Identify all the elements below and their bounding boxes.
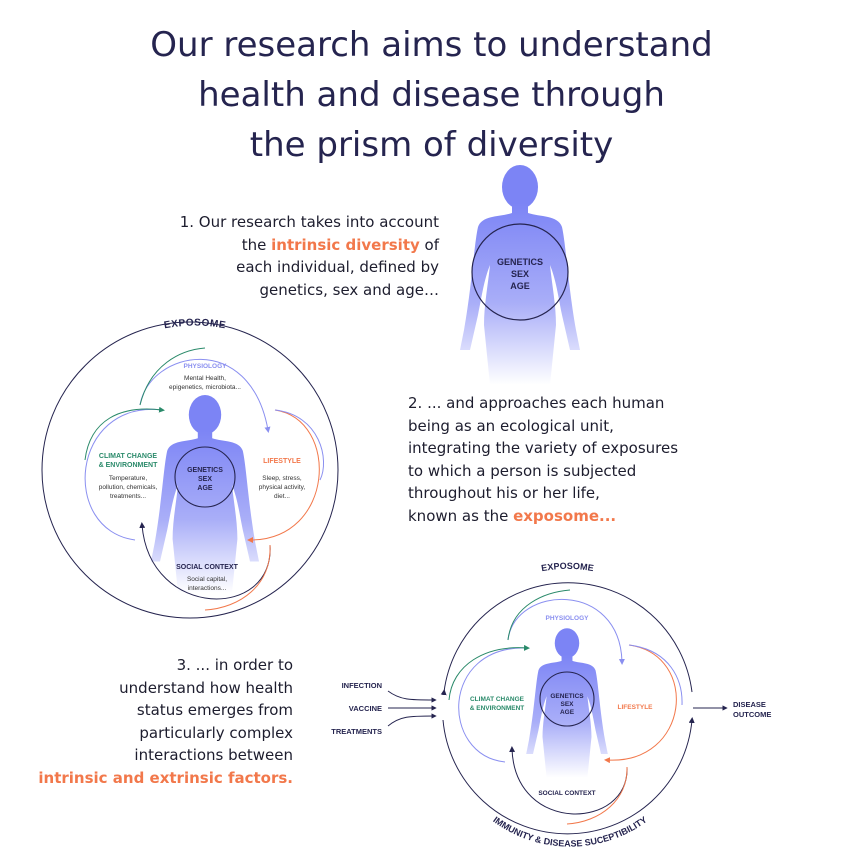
physiology-arc-green: [139, 347, 206, 406]
treatments-arrow: [387, 713, 437, 727]
climate-arc-green: [84, 408, 163, 461]
intrinsic-circle: [539, 671, 595, 727]
step1-text: 1. Our research takes into account the i…: [180, 211, 439, 301]
lifestyle-arc-lavender: [274, 409, 324, 481]
exposome-circle-top: [440, 582, 693, 696]
lifestyle-arc-lavender: [628, 644, 683, 706]
climate-desc: treatments...: [110, 493, 146, 500]
disease-outcome-label: DISEASE: [733, 700, 766, 709]
climate-desc: Temperature,: [109, 475, 147, 482]
highlight-intrinsic-diversity: intrinsic diversity: [271, 235, 420, 254]
physiology-label: PHYSIOLOGY: [546, 615, 590, 622]
step1-line: each individual, defined by: [236, 258, 439, 276]
social-desc: interactions...: [188, 585, 227, 592]
step2-line: throughout his or her life,: [408, 484, 600, 502]
social-arc-orange: [204, 544, 271, 611]
climate-label: CLIMAT CHANGE: [470, 696, 525, 703]
input-treatments: TREATMENTS: [331, 727, 382, 736]
climate-arc-green: [448, 647, 528, 701]
highlight-exposome: exposome...: [513, 506, 617, 525]
lifestyle-desc: Sleep, stress,: [262, 475, 302, 482]
social-desc: Social capital,: [187, 576, 227, 583]
climate-label: & ENVIRONMENT: [470, 705, 525, 712]
social-arc: [509, 746, 628, 815]
highlight-factors: intrinsic and extrinsic factors.: [38, 768, 293, 787]
physiology-desc: epigenetics, microbiota...: [169, 384, 241, 391]
core-age: AGE: [510, 281, 530, 291]
climate-arc: [458, 644, 530, 763]
exposome-circle: [41, 321, 339, 619]
social-arc-orange: [566, 766, 628, 825]
core-sex: SEX: [511, 269, 529, 279]
exposome-title: EXPOSOME: [541, 561, 595, 573]
step2-line: integrating the variety of exposures: [408, 439, 679, 457]
title-line: Our research aims to understand: [150, 25, 713, 65]
step3-line: understand how health: [119, 678, 293, 697]
core-sex: SEX: [198, 476, 212, 483]
intrinsic-figure: GENETICS SEX AGE: [460, 165, 580, 385]
climate-desc: pollution, chemicals,: [99, 484, 158, 491]
input-vaccine: VACCINE: [349, 704, 382, 713]
step3-line: status emerges from: [136, 701, 293, 719]
disease-outcome-label: OUTCOME: [733, 710, 771, 719]
intrinsic-circle: [471, 223, 569, 321]
physiology-label: PHYSIOLOGY: [184, 363, 228, 370]
step2-text: 2. ... and approaches each human being a…: [408, 392, 678, 527]
input-infection: INFECTION: [342, 681, 382, 690]
core-age: AGE: [560, 709, 575, 716]
lifestyle-label: LIFESTYLE: [617, 704, 653, 711]
climate-arc: [84, 406, 165, 541]
infection-arrow: [387, 690, 437, 703]
social-arc: [139, 522, 271, 600]
core-sex: SEX: [560, 701, 574, 708]
title-line: the prism of diversity: [249, 125, 614, 165]
social-label: SOCIAL CONTEXT: [538, 790, 595, 797]
exposome-diagram: EXPOSOME GENETICS SEX AGE PHYSIOLOGY Men…: [41, 317, 339, 619]
step1-line: the intrinsic diversity of: [180, 234, 439, 257]
core-genetics: GENETICS: [550, 693, 584, 700]
climate-label: & ENVIRONMENT: [99, 462, 158, 469]
physiology-arc: [507, 599, 625, 665]
lifestyle-desc: physical activity,: [259, 484, 306, 491]
text: of: [419, 235, 439, 254]
lifestyle-desc: diet...: [274, 493, 290, 500]
core-genetics: GENETICS: [497, 257, 543, 267]
step2-line: being as an ecological unit,: [408, 416, 614, 435]
step2-line: to which a person is subjected: [408, 461, 637, 480]
step3-line: 3. ... in order to: [176, 656, 293, 674]
step3-line: particularly complex: [139, 723, 293, 742]
step2-line: known as the exposome...: [408, 505, 678, 528]
social-label: SOCIAL CONTEXT: [176, 564, 238, 571]
lifestyle-arc: [247, 409, 320, 543]
intrinsic-circle: [174, 446, 236, 508]
text: known as the: [408, 506, 514, 525]
page-title: Our research aims to understand health a…: [0, 20, 863, 170]
step3-line: interactions between: [134, 746, 293, 764]
exposome-circle-bottom: [442, 717, 695, 835]
step3-text: 3. ... in order to understand how health…: [38, 654, 293, 789]
text: the: [241, 235, 272, 254]
core-genetics: GENETICS: [187, 467, 223, 474]
step1-line: 1. Our research takes into account: [179, 213, 439, 231]
core-age: AGE: [197, 485, 213, 492]
outcome-diagram: EXPOSOME GENETICS SEX AGE PHYSIOLOGY CLI…: [331, 561, 771, 849]
step2-line: 2. ... and approaches each human: [408, 394, 665, 412]
physiology-arc: [139, 358, 271, 433]
physiology-desc: Mental Health,: [184, 375, 226, 382]
title-line: health and disease through: [198, 75, 665, 115]
physiology-arc-green: [507, 589, 571, 641]
step1-line: genetics, sex and age…: [259, 280, 440, 299]
exposome-title: EXPOSOME: [163, 317, 227, 331]
lifestyle-label: LIFESTYLE: [263, 458, 301, 465]
climate-label: CLIMAT CHANGE: [99, 453, 158, 460]
lifestyle-arc: [604, 644, 677, 764]
